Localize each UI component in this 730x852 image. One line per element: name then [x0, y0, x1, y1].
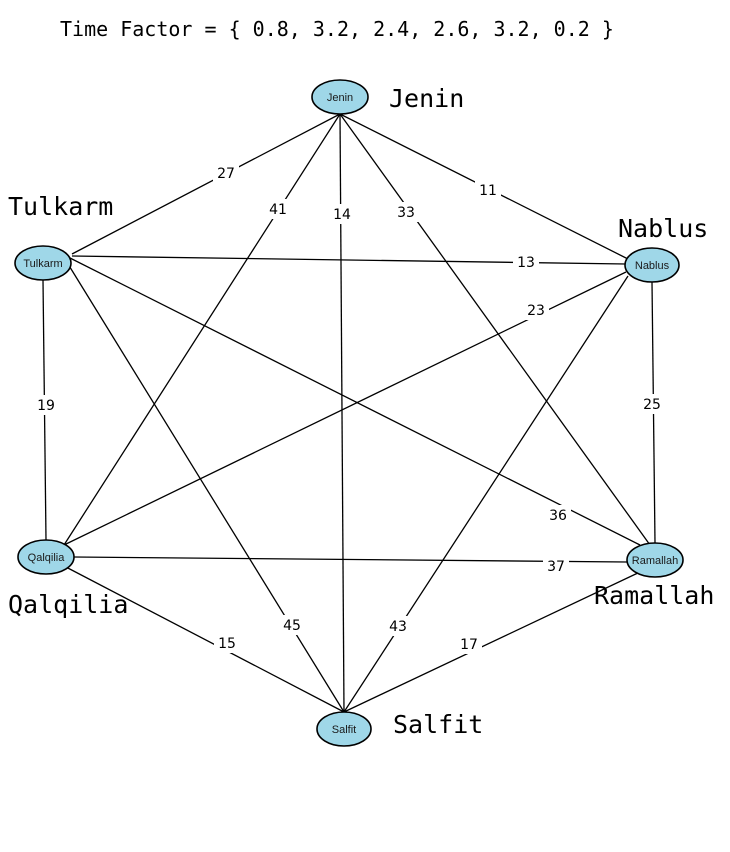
node-salfit[interactable]: [316, 711, 372, 747]
edge-tulkarm-nablus: [71, 255, 627, 265]
edge-weight-qalqilia-ramallah: 37: [547, 559, 565, 575]
node-qalqilia[interactable]: [17, 539, 75, 575]
edge-qalqilia-salfit: [63, 565, 345, 713]
edge-weight-bg: [475, 180, 501, 200]
edge-weight-bg: [639, 394, 665, 414]
edge-tulkarm-salfit: [67, 263, 345, 713]
edge-weight-bg: [393, 202, 419, 222]
edge-weight-bg: [213, 163, 239, 183]
edge-weight-tulkarm-salfit: 45: [283, 618, 301, 634]
edge-jenin-qalqilia: [63, 113, 341, 546]
node-tulkarm[interactable]: [14, 245, 72, 281]
city-name-nablus: Nablus: [618, 214, 708, 243]
edge-jenin-salfit: [339, 113, 345, 713]
city-name-tulkarm: Tulkarm: [8, 192, 113, 221]
edge-jenin-tulkarm: [71, 113, 341, 255]
edge-weight-tulkarm-qalqilia: 19: [37, 398, 55, 414]
edge-weight-qalqilia-salfit: 15: [218, 636, 236, 652]
edge-weights-layer: 27 41 14 33 11 13 19 36 45 23 25 43 37 15 17: [33, 163, 665, 654]
node-label-jenin: Jenin: [327, 92, 353, 104]
node-label-tulkarm: Tulkarm: [23, 258, 62, 270]
edge-weight-tulkarm-nablus: 13: [517, 255, 535, 271]
city-name-salfit: Salfit: [393, 710, 483, 739]
edge-weight-bg: [543, 556, 569, 576]
edge-weight-nablus-ramallah: 25: [643, 397, 661, 413]
edge-weight-jenin-tulkarm: 27: [217, 166, 235, 182]
city-name-ramallah: Ramallah: [594, 581, 714, 610]
edge-weight-jenin-ramallah: 33: [397, 205, 415, 221]
city-name-jenin: Jenin: [389, 84, 464, 113]
edge-weight-bg: [265, 199, 291, 219]
edge-weight-bg: [214, 633, 240, 653]
node-nablus[interactable]: [624, 247, 680, 283]
edge-weight-bg: [513, 252, 539, 272]
edge-weight-bg: [456, 634, 482, 654]
edge-weight-nablus-salfit: 43: [389, 619, 407, 635]
node-label-ramallah: Ramallah: [632, 555, 678, 567]
time-factor-title: Time Factor = { 0.8, 3.2, 2.4, 2.6, 3.2,…: [60, 17, 614, 41]
edge-nablus-salfit: [343, 275, 629, 713]
edge-weight-bg: [329, 204, 355, 224]
edge-weight-jenin-nablus: 11: [479, 183, 497, 199]
edge-weight-bg: [279, 615, 305, 635]
edge-tulkarm-ramallah: [69, 257, 641, 546]
node-label-qalqilia: Qalqilia: [28, 552, 66, 564]
node-jenin[interactable]: [311, 79, 369, 115]
edges-layer: [42, 113, 656, 713]
edge-weight-tulkarm-ramallah: 36: [549, 508, 567, 524]
edge-weight-bg: [523, 300, 549, 320]
edge-weight-bg: [545, 505, 571, 525]
edge-weight-bg: [385, 616, 411, 636]
edge-weight-jenin-qalqilia: 41: [269, 202, 287, 218]
edge-qalqilia-ramallah: [73, 556, 628, 563]
edge-jenin-ramallah: [339, 113, 651, 546]
edge-weight-ramallah-salfit: 17: [460, 637, 478, 653]
edge-weight-bg: [33, 395, 59, 415]
node-label-salfit: Salfit: [332, 724, 356, 736]
edge-ramallah-salfit: [343, 571, 641, 713]
node-ramallah[interactable]: [626, 542, 684, 578]
node-label-nablus: Nablus: [635, 260, 670, 272]
edge-weight-nablus-qalqilia: 23: [527, 303, 545, 319]
edge-weight-jenin-salfit: 14: [333, 207, 351, 223]
city-name-qalqilia: Qalqilia: [8, 590, 128, 619]
